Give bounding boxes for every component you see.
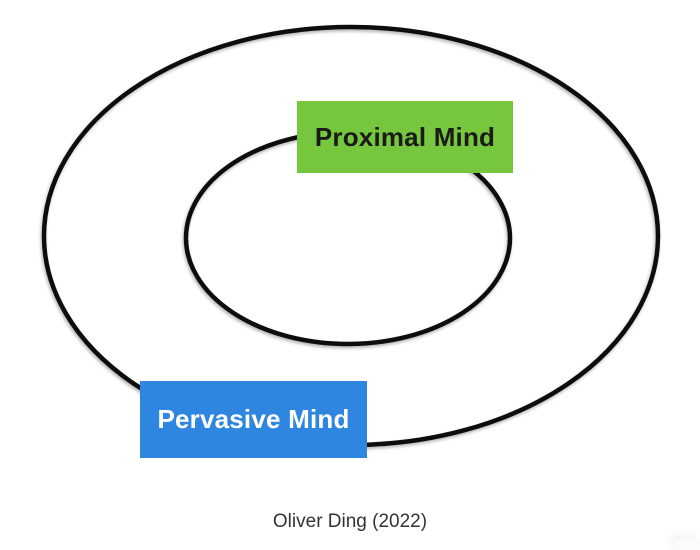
proximal-mind-label: Proximal Mind	[314, 121, 496, 152]
pervasive-mind-label: Pervasive Mind	[157, 404, 350, 434]
pervasive-mind-label-box: Pervasive Mind	[140, 381, 367, 458]
proximal-mind-label-box: Proximal Mind	[297, 101, 513, 173]
attribution-text: Oliver Ding (2022)	[272, 511, 428, 532]
corner-artifact	[674, 539, 700, 550]
